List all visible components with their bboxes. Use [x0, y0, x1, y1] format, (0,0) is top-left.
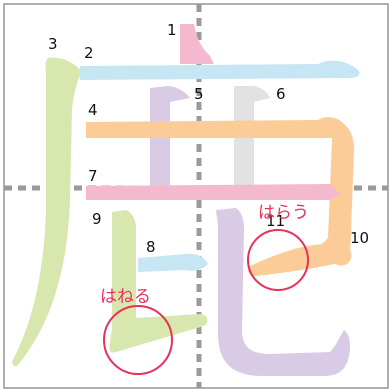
- stroke-1: [180, 24, 214, 64]
- hane-label: はねる: [100, 287, 151, 307]
- harai-label: はらう: [258, 203, 309, 223]
- stroke-number-4: 4: [88, 101, 98, 119]
- stroke-number-10: 10: [350, 229, 369, 247]
- stroke-2: [80, 60, 360, 80]
- stroke-9: [109, 210, 208, 353]
- stroke-number-7: 7: [88, 167, 98, 185]
- stroke-8: [138, 253, 208, 272]
- stroke-10: [248, 243, 352, 276]
- stroke-number-1: 1: [167, 21, 177, 39]
- harai-highlight-circle: [247, 229, 309, 291]
- stroke-7: [86, 184, 340, 200]
- stroke-number-3: 3: [48, 35, 58, 53]
- stroke-11: [216, 208, 351, 376]
- hane-highlight-circle: [103, 305, 173, 375]
- stroke-3: [12, 57, 82, 367]
- stroke-number-2: 2: [84, 44, 94, 62]
- stroke-number-5: 5: [194, 85, 204, 103]
- stroke-number-9: 9: [92, 210, 102, 228]
- stroke-number-8: 8: [146, 238, 156, 256]
- stroke-number-11: 11: [266, 212, 285, 230]
- stroke-number-6: 6: [276, 85, 286, 103]
